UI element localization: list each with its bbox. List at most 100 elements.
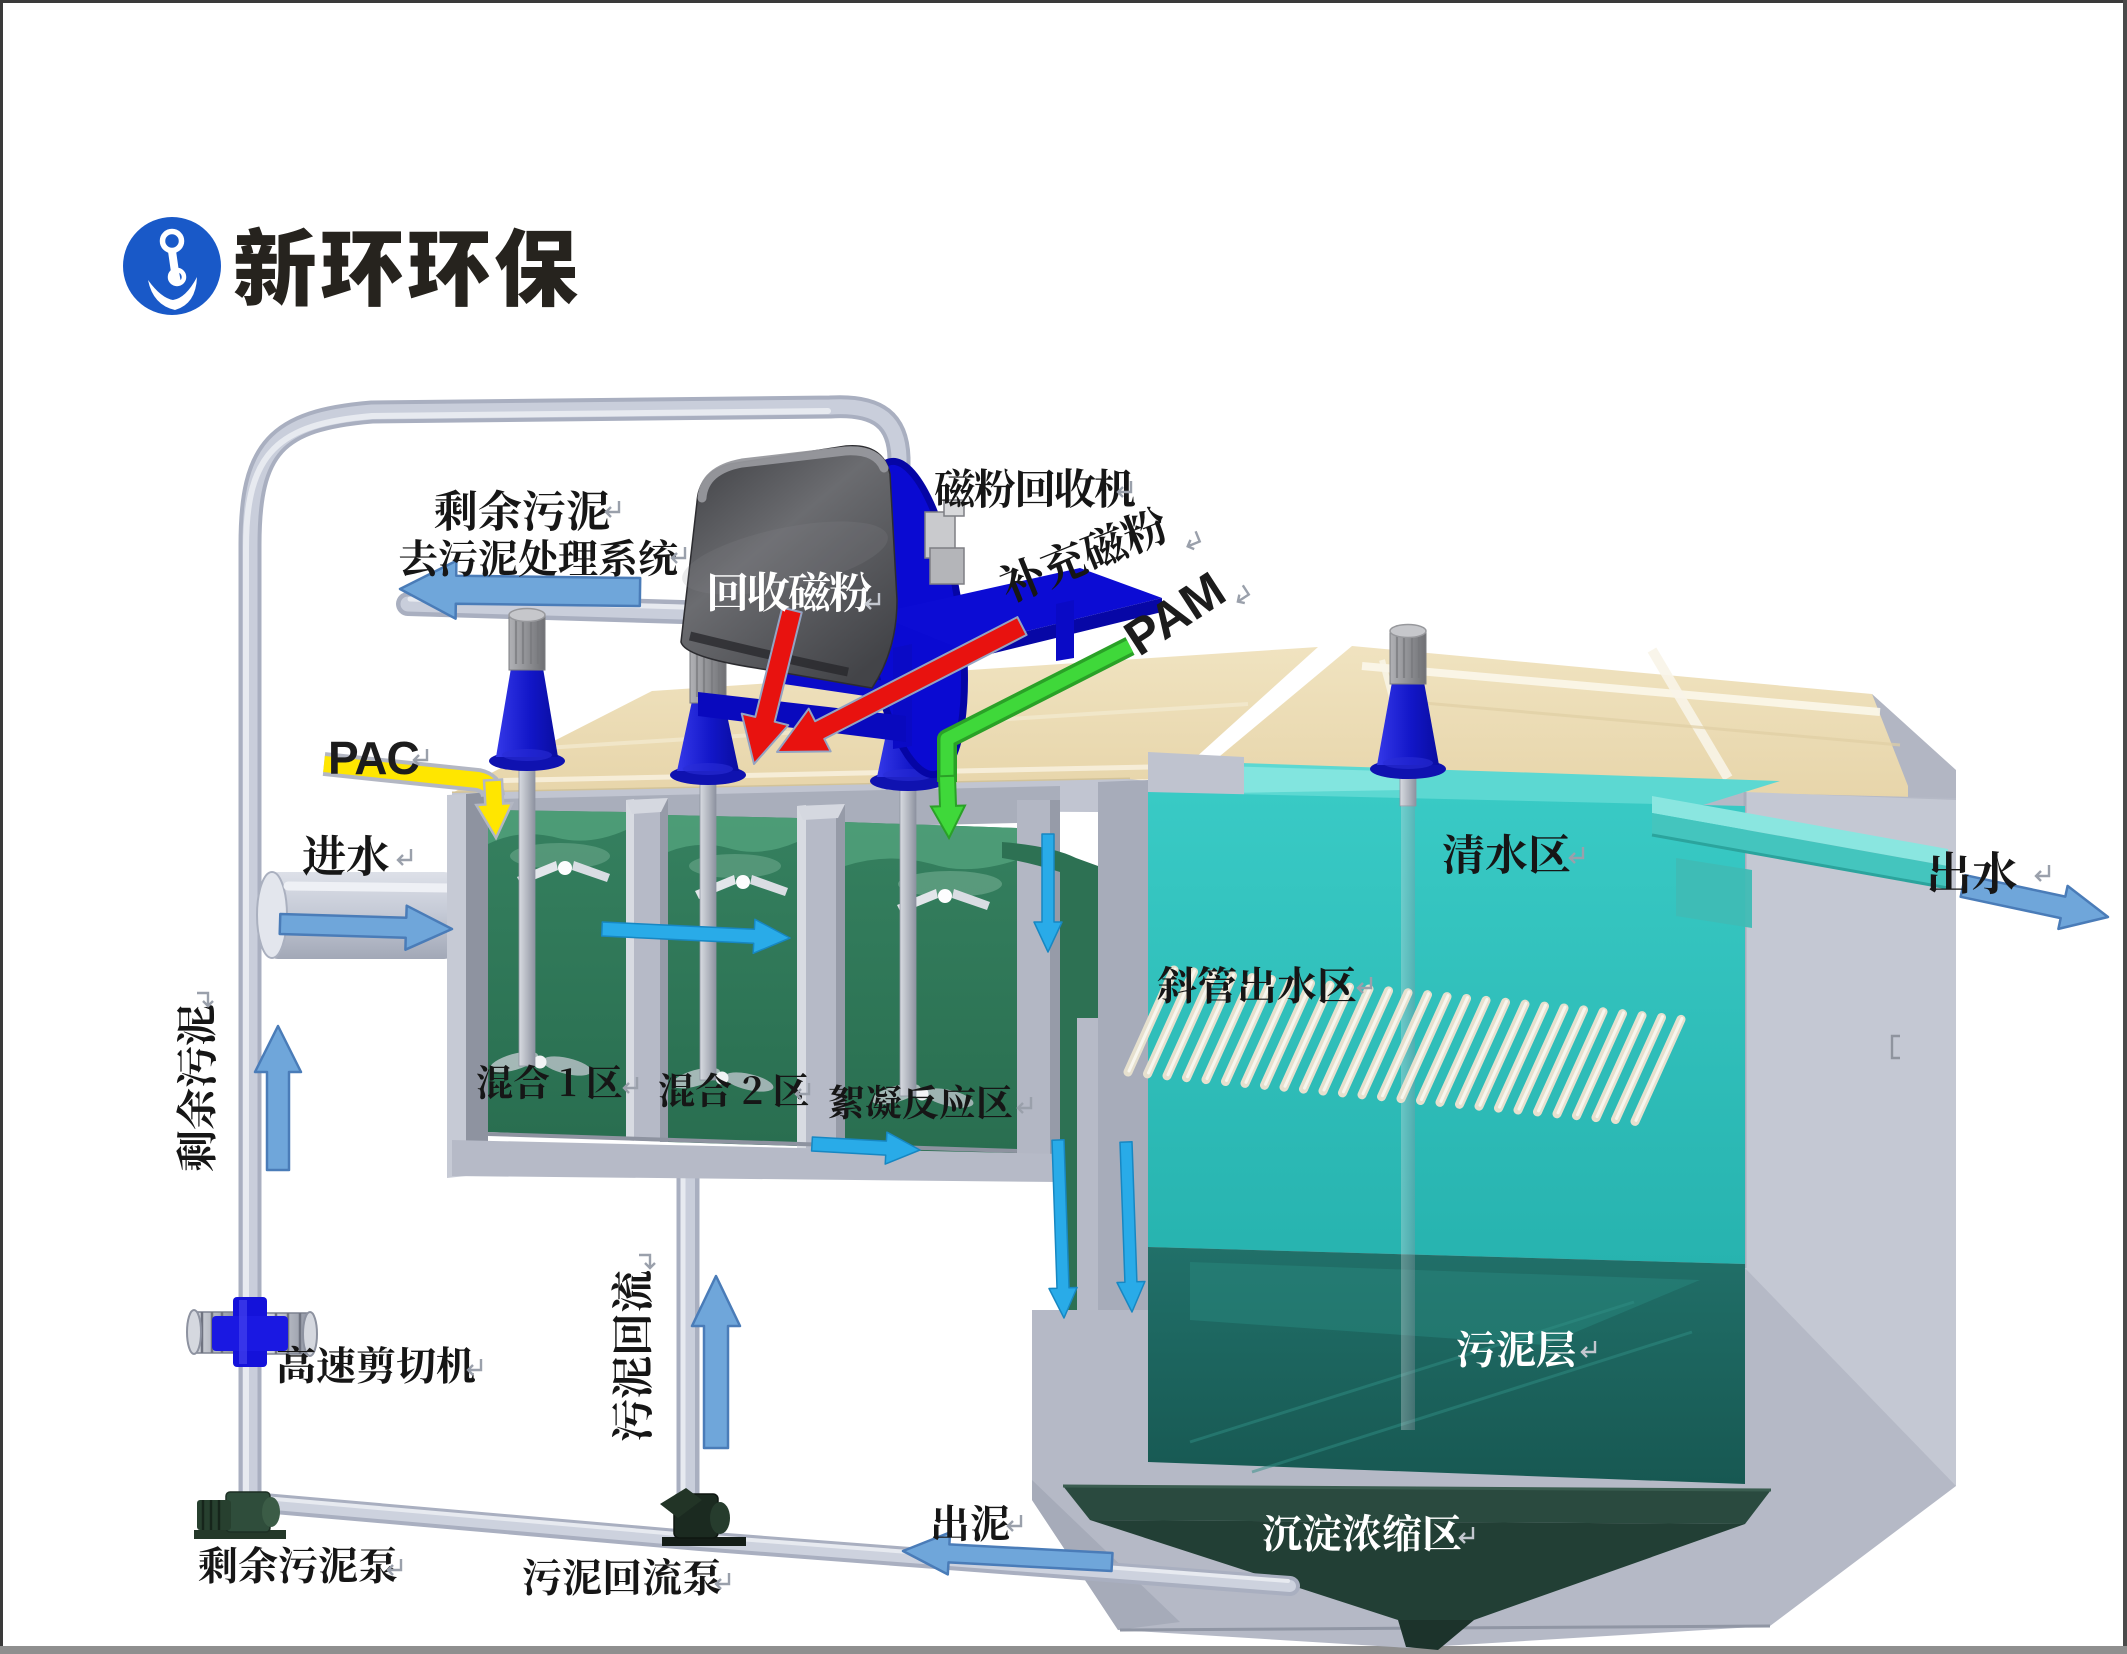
label-sludge-layer: 污泥层 xyxy=(1456,1319,1576,1376)
decor-shape-63 xyxy=(724,1072,774,1092)
return-mark-icon xyxy=(1458,1527,1475,1544)
decor-shape-167 xyxy=(714,1573,731,1590)
decor-shape-151 xyxy=(1236,584,1251,605)
decor-shape-139 xyxy=(710,1502,730,1534)
decor-shape-70 xyxy=(915,1087,929,1101)
decor-shape-162 xyxy=(466,1359,483,1376)
arrow-channel-down-1 xyxy=(1033,833,1063,953)
arrow-inlet xyxy=(278,904,454,951)
decor-shape-47 xyxy=(1090,1520,1745,1620)
label-inclined-tube: 斜管出水区 xyxy=(1157,955,1357,1012)
return-mark-icon xyxy=(1568,847,1585,864)
label-outlet: 出水 xyxy=(1926,838,2018,904)
decor-shape-157 xyxy=(622,1077,639,1094)
decor-shape-34 xyxy=(836,804,845,1150)
divider-wall-2 xyxy=(797,804,845,1150)
decor-shape-78 xyxy=(508,607,546,623)
label-sedimentation-zone: 沉淀浓缩区 xyxy=(1262,1503,1462,1560)
decor-shape-37 xyxy=(898,871,1002,897)
page-border-right xyxy=(2123,0,2127,1646)
hopper xyxy=(1062,1484,1772,1650)
decor-shape-155 xyxy=(2034,865,2051,882)
decor-shape-40 xyxy=(487,1132,1018,1153)
decor-shape-27 xyxy=(626,799,634,1141)
decor-shape-36 xyxy=(845,822,1017,870)
decor-shape-49 xyxy=(1062,1484,1772,1492)
decor-shape-113 xyxy=(1056,600,1074,661)
label-surplus-sludge-line1: 剩余污泥 xyxy=(434,476,610,540)
decor-shape-166 xyxy=(386,1559,403,1576)
label-surplus-sludge-pump: 剩余污泥泵 xyxy=(198,1535,398,1592)
return-mark-icon xyxy=(466,1359,483,1376)
decor-shape-26 xyxy=(626,798,668,1142)
label-shear-machine: 高速剪切机 xyxy=(276,1335,476,1392)
label-pam: PAM xyxy=(1114,561,1235,666)
mixer-4 xyxy=(1370,623,1446,1430)
decor-shape-121 xyxy=(943,499,965,517)
decor-shape-82 xyxy=(683,763,733,775)
sedimentation-tank xyxy=(1032,752,1956,1650)
decor-shape-108 xyxy=(1676,858,1752,928)
inclined-tube-module xyxy=(1123,965,1686,1126)
decor-shape-7 xyxy=(243,408,831,1503)
label-inlet: 进水 xyxy=(302,821,390,885)
return-mark-icon xyxy=(604,501,621,518)
return-mark-icon xyxy=(1186,530,1202,551)
decor-shape-67 xyxy=(938,889,952,903)
decor-shape-87 xyxy=(899,779,917,1097)
return-mark-icon xyxy=(1006,1515,1023,1532)
return-marks xyxy=(197,481,2051,1590)
decor-shape-99 xyxy=(1383,757,1433,769)
label-magnetic-recovery-machine: 磁粉回收机 xyxy=(934,457,1135,517)
decor-shape-44 xyxy=(1190,1262,1700,1345)
return-mark-icon xyxy=(670,547,687,564)
return-mark-icon xyxy=(412,749,429,766)
decor-shape-1 xyxy=(159,228,185,254)
decor-shape-134 xyxy=(201,1500,221,1530)
decor-shape-105 xyxy=(1127,967,1684,1122)
diagram-labels: 剩余污泥 去污泥处理系统 磁粉回收机 回收磁粉 补充磁粉 PAM PAC 进水 … xyxy=(165,457,2018,1604)
channel-outer-wall xyxy=(1098,780,1148,1322)
decor-shape-156 xyxy=(1356,977,1373,994)
decor-shape-73 xyxy=(496,668,558,757)
decor-shape-85 xyxy=(695,651,721,697)
decor-shape-55 xyxy=(558,861,572,875)
label-sludge-return: 污泥回流 xyxy=(600,1270,661,1442)
label-sludge-outlet: 出泥 xyxy=(930,1493,1010,1550)
decor-shape-133 xyxy=(197,1500,231,1530)
decor-shape-46 xyxy=(1063,1486,1771,1524)
decor-shape-4 xyxy=(148,277,197,310)
decor-shape-127 xyxy=(302,1311,318,1357)
inner-right-wall xyxy=(1745,792,1956,1486)
pipe-sludge-return-riser xyxy=(676,1154,700,1550)
label-clear-water: 清水区 xyxy=(1442,822,1571,883)
arrow-channel-down-3 xyxy=(1116,1141,1146,1313)
decor-shape-77 xyxy=(514,618,540,664)
return-mark-icon xyxy=(639,1253,656,1270)
drum-motor-widget xyxy=(924,499,965,585)
tank-left-wall-shadow xyxy=(466,792,488,1176)
return-mark-icon xyxy=(1356,977,1373,994)
deck-corner-gray xyxy=(1872,694,1956,800)
decor-shape-124 xyxy=(186,1309,202,1355)
decor-shape-76 xyxy=(508,613,546,671)
decor-shape-35 xyxy=(797,804,845,820)
decor-shape-148 xyxy=(1116,481,1133,498)
return-mark-icon xyxy=(622,1077,639,1094)
decor-shape-142 xyxy=(929,774,967,841)
decor-shape-160 xyxy=(197,991,214,1008)
decor-shape-135 xyxy=(262,1497,280,1527)
decor-shape-58 xyxy=(533,1055,547,1069)
arrow-zone3-out xyxy=(810,1131,921,1165)
company-logo: 新环环保 xyxy=(123,203,581,324)
decor-shape-147 xyxy=(670,547,687,564)
arrow-outlet xyxy=(1959,873,2110,931)
decor-shape-145 xyxy=(474,778,515,841)
label-sludge-return-pump: 污泥回流泵 xyxy=(522,1547,722,1604)
surplus-sludge-pump-body xyxy=(194,1491,286,1539)
return-mark-icon xyxy=(1016,1097,1033,1114)
decor-shape-120 xyxy=(929,547,965,585)
decor-shape-33 xyxy=(797,805,806,1149)
brand-name: 新环环保 xyxy=(233,203,581,324)
